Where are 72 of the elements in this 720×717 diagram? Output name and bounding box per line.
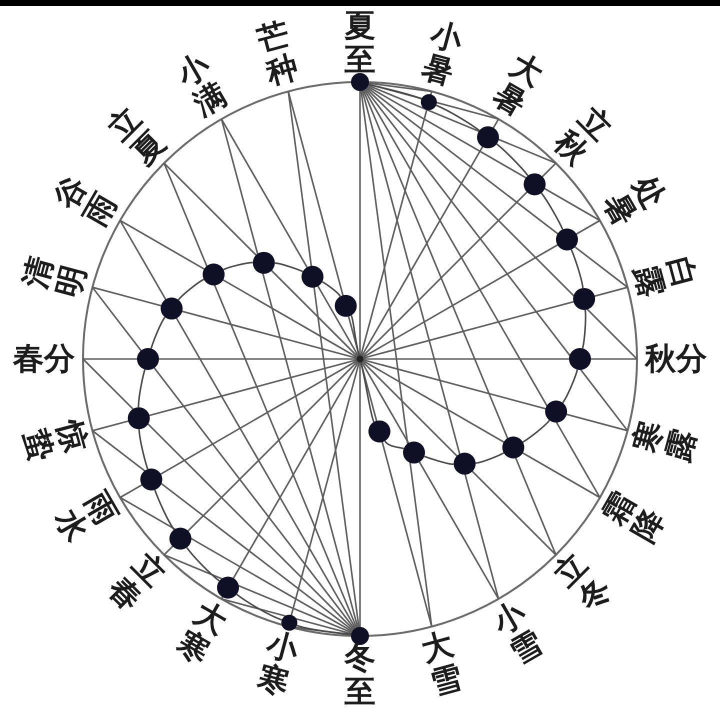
term-label: 春分 [13, 342, 75, 376]
term-label: 秋分 [645, 342, 707, 376]
curve-dot [351, 73, 369, 91]
curve-segment [436, 104, 480, 132]
term-label: 立冬 [548, 547, 618, 618]
curve-dot [128, 407, 150, 430]
curve-dot [477, 126, 499, 148]
curve-segment [236, 594, 282, 621]
curve-dot [420, 94, 437, 110]
centre-point [356, 356, 364, 362]
term-label: 清明 [18, 253, 92, 301]
curve-dot [502, 436, 524, 458]
curve-dot [217, 576, 239, 599]
curve-segment [476, 452, 504, 464]
curve-segment [138, 429, 148, 470]
curve-dot [454, 452, 476, 475]
curve-dot [169, 528, 192, 550]
curve-segment [154, 490, 175, 530]
curve-segment [360, 362, 375, 422]
term-label: 小寒 [254, 627, 302, 702]
term-label: 立春 [101, 547, 172, 618]
curve-segment [322, 281, 341, 297]
curve-segment [562, 369, 578, 404]
term-label: 大暑 [488, 48, 548, 123]
curve-segment [150, 316, 166, 349]
curve-dot [160, 298, 183, 320]
term-label: 雨水 [49, 486, 124, 548]
curve-dot [368, 420, 390, 442]
term-label: 立秋 [548, 100, 618, 171]
curve-segment [178, 278, 204, 300]
curve-dot [252, 252, 275, 274]
curve-segment [368, 84, 422, 100]
term-label: 大寒 [172, 595, 232, 670]
curve-segment [274, 262, 304, 272]
term-label: 小满 [172, 48, 232, 123]
curve-dot [556, 228, 578, 250]
curve-dot [137, 348, 159, 370]
curve-segment [296, 624, 352, 636]
term-label: 芒种 [254, 16, 302, 91]
curve-dot [334, 294, 357, 317]
curve-segment [496, 143, 529, 176]
curve-segment [522, 420, 550, 443]
term-label: 冬至 [344, 640, 376, 710]
term-label: 白露 [628, 253, 702, 301]
term-label: 大雪 [418, 627, 466, 702]
curve-segment [540, 192, 564, 230]
curve-segment [138, 369, 146, 408]
curve-dot [202, 264, 225, 286]
curve-segment [186, 547, 220, 582]
curve-segment [384, 440, 404, 450]
term-label: 霜降 [596, 486, 671, 548]
curve-dot [403, 442, 425, 464]
curve-dot [569, 348, 591, 370]
curve-dot [281, 614, 298, 631]
term-label: 处暑 [596, 170, 671, 232]
curve-dot [524, 173, 546, 196]
term-label: 立夏 [101, 100, 172, 171]
term-label: 小雪 [488, 595, 548, 670]
curve-segment [424, 456, 454, 465]
curve-dot [573, 288, 596, 310]
curve-segment [570, 249, 584, 288]
curve-dot [302, 266, 324, 288]
term-label: 寒露 [628, 416, 702, 465]
term-label: 惊蛰 [18, 416, 92, 465]
term-label: 夏至 [344, 8, 376, 78]
curve-segment [350, 315, 360, 356]
term-label: 小暑 [418, 16, 466, 91]
curve-segment [223, 262, 253, 270]
term-label: 谷雨 [49, 170, 124, 232]
curve-dot [545, 400, 568, 423]
curve-dot [140, 468, 162, 490]
curve-segment [582, 310, 586, 348]
